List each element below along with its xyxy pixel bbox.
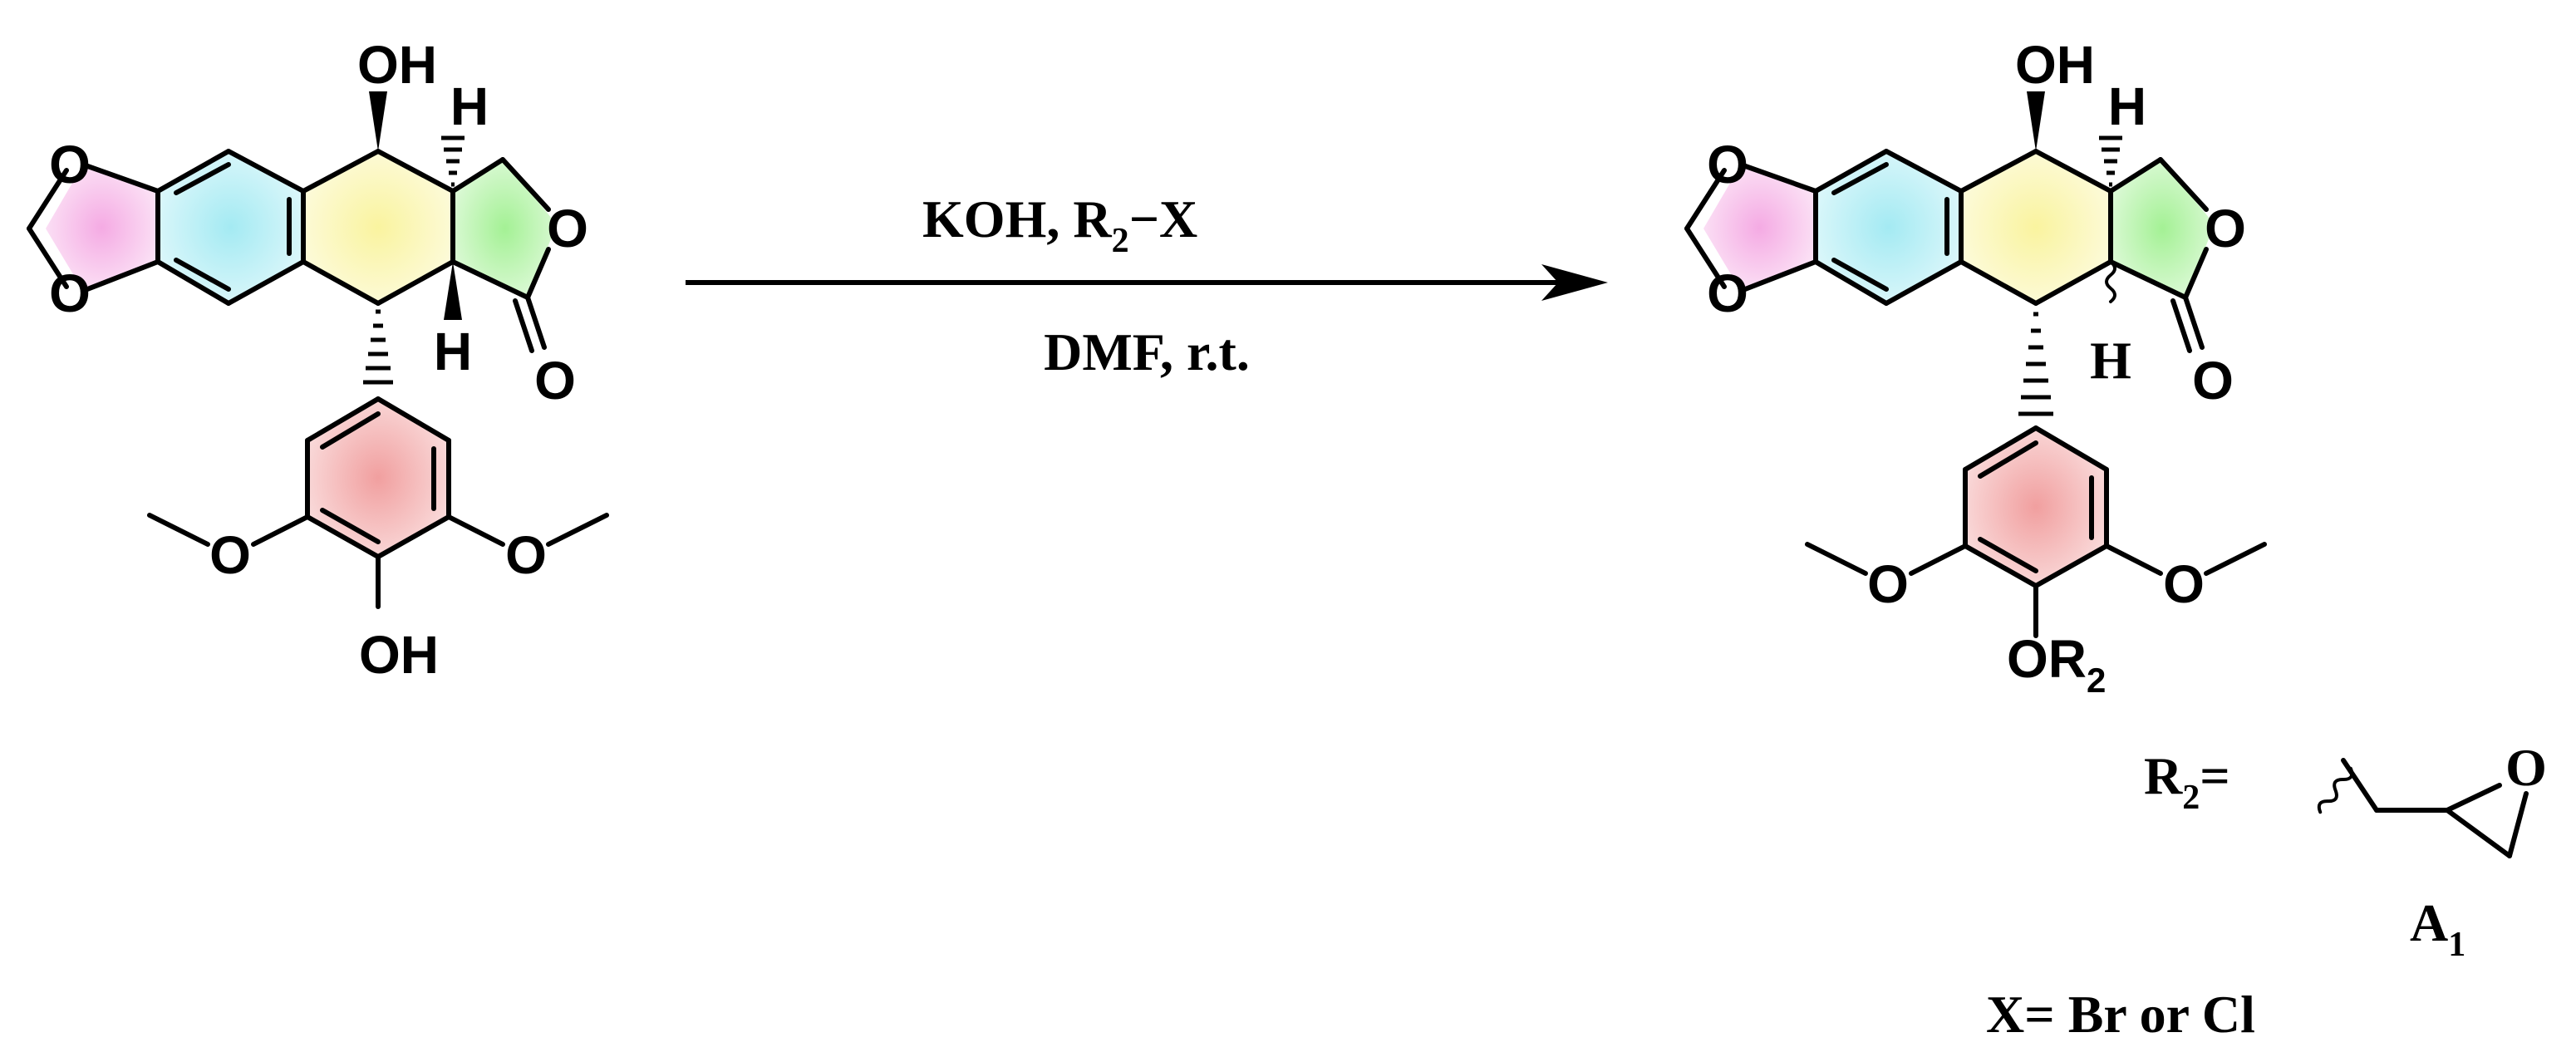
sm-o-methoxy-left: O: [209, 525, 251, 585]
ring-c-fill: [303, 151, 453, 303]
starting-material: O O OH H H O O O O OH: [27, 35, 609, 685]
conditions-label: DMF, r.t.: [1044, 322, 1250, 381]
pr-h-bottom: H: [2090, 331, 2131, 390]
aryl-ring-fill: [307, 399, 449, 557]
ring-c-fill: [1961, 151, 2111, 303]
pr-o-dioxole-top: O: [1707, 135, 1748, 194]
reagents-label: KOH, R2−X: [922, 189, 1197, 260]
aryl-ring-fill: [1965, 428, 2107, 586]
pr-or2: OR2: [2007, 629, 2106, 700]
sm-oh-phenol: OH: [359, 625, 439, 685]
sm-o-methoxy-right: O: [505, 525, 547, 585]
epoxide-o: O: [2505, 738, 2547, 797]
sm-h-top: H: [450, 76, 489, 136]
halide-footnote: X= Br or Cl: [1986, 985, 2255, 1044]
pr-oh-top: OH: [2015, 35, 2095, 95]
r2-label: R2=: [2144, 746, 2230, 817]
lactone-ring-fill: [2111, 160, 2215, 297]
ring-a-fill: [1816, 151, 1961, 303]
sm-h-bottom: H: [434, 322, 472, 381]
sm-o-lactone: O: [547, 199, 588, 258]
pr-o-lactone: O: [2205, 199, 2246, 258]
sm-o-carbonyl: O: [534, 351, 576, 411]
pr-o-methoxy-left: O: [1867, 554, 1909, 614]
sm-oh-top: OH: [357, 35, 437, 95]
reaction-arrow: [686, 264, 1608, 301]
pr-h-top: H: [2108, 76, 2146, 136]
pr-o-methoxy-right: O: [2163, 554, 2205, 614]
lactone-ring-fill: [453, 160, 557, 297]
compound-label-a1: A1: [2410, 893, 2465, 964]
pr-o-carbonyl: O: [2192, 351, 2234, 411]
r2-definition: R2= O A1: [2144, 738, 2547, 964]
sm-o-dioxole-top: O: [49, 135, 91, 194]
product: O O OH H H O O O O OR2: [1684, 35, 2267, 700]
pr-o-dioxole-bottom: O: [1707, 263, 1748, 323]
ring-a-fill: [158, 151, 303, 303]
sm-o-dioxole-bottom: O: [49, 263, 91, 323]
dioxole-ring-fill: [1703, 165, 1816, 291]
dioxole-ring-fill: [46, 165, 158, 291]
